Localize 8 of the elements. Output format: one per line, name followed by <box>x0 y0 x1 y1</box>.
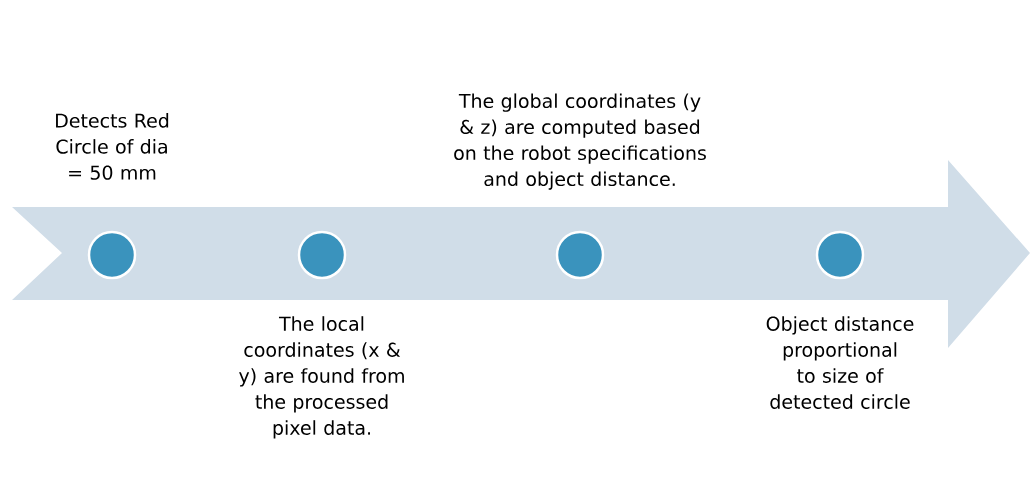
caption-text: Object distance proportional to size of detected circle <box>766 316 914 409</box>
caption-text: Detects Red Circle of dia = 50 mm <box>56 113 169 180</box>
timeline-dot <box>815 230 865 280</box>
timeline-dot <box>555 230 605 280</box>
timeline-dot <box>87 230 137 280</box>
timeline-dot <box>297 230 347 280</box>
caption-text: The global coordinates (y & z) are computed based on the robot specifications and object distance. <box>454 93 706 190</box>
caption-text: The local coordinates (x & y) are found from the processed pixel data. <box>239 316 404 439</box>
